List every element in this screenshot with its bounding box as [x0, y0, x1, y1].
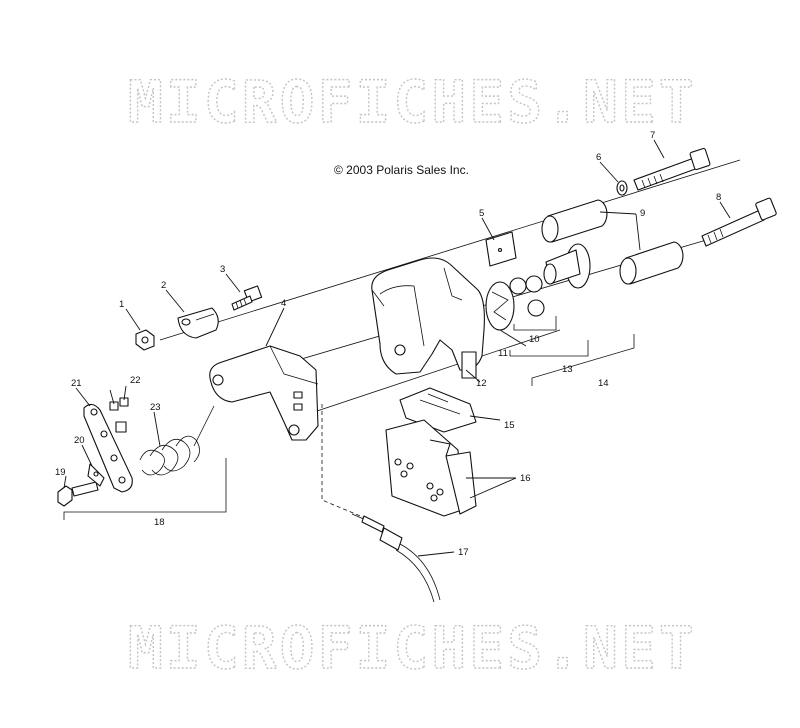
part-cam-disc: [485, 281, 515, 331]
leader-lines: [63, 139, 731, 557]
callout-18: 18: [154, 517, 165, 528]
part-piston-lower: [619, 241, 684, 285]
callout-11: 11: [498, 348, 508, 359]
part-clevis: [177, 307, 219, 339]
callout-23: 23: [150, 402, 161, 413]
callout-8: 8: [716, 192, 721, 203]
callout-9: 9: [640, 208, 645, 219]
part-lever-arm: [83, 403, 133, 493]
part-bolt-long: [633, 147, 711, 191]
group-brace-14: [531, 334, 635, 386]
part-shim: [485, 231, 517, 267]
callout-labels: 1 2 3 4 5 6 7 8 9 10 11 12 13 14 15 16 1…: [55, 130, 721, 558]
group-brace-10: [513, 316, 557, 331]
part-brake-pads: [385, 419, 477, 517]
part-bolt-pivot: [57, 481, 99, 507]
part-bolt-small: [231, 285, 263, 311]
part-bolt-caliper: [701, 197, 777, 247]
part-washer: [616, 180, 628, 196]
part-pin: [87, 463, 105, 487]
callout-22: 22: [130, 375, 141, 386]
watermark-top: MICROFICHES.NET: [128, 68, 697, 136]
group-brace-13: [509, 340, 589, 357]
callout-2: 2: [161, 280, 166, 291]
callout-10: 10: [529, 334, 540, 345]
part-actuator: [543, 243, 591, 289]
callout-7: 7: [650, 130, 655, 141]
part-cable: [351, 513, 441, 603]
callout-20: 20: [74, 435, 85, 446]
callout-12: 12: [476, 378, 487, 389]
callout-16: 16: [520, 473, 531, 484]
callout-6: 6: [596, 152, 601, 163]
callout-14: 14: [598, 378, 609, 389]
part-balls: [509, 275, 545, 317]
part-bracket: [209, 345, 319, 441]
part-bushings: [109, 397, 129, 433]
part-nut: [135, 329, 155, 351]
callout-15: 15: [504, 420, 515, 431]
callout-1: 1: [119, 299, 124, 310]
callout-19: 19: [55, 467, 66, 478]
callout-3: 3: [220, 264, 225, 275]
watermark-bottom: MICROFICHES.NET: [128, 614, 697, 682]
group-brace-18: [63, 458, 227, 520]
copyright-text: © 2003 Polaris Sales Inc.: [334, 163, 469, 177]
part-spring: [139, 405, 215, 476]
callout-21: 21: [71, 378, 82, 389]
part-caliper-body: [371, 257, 485, 379]
part-piston-upper: [541, 199, 608, 243]
callout-13: 13: [562, 364, 573, 375]
callout-17: 17: [458, 547, 469, 558]
callout-5: 5: [479, 208, 484, 219]
callout-4: 4: [281, 298, 286, 309]
